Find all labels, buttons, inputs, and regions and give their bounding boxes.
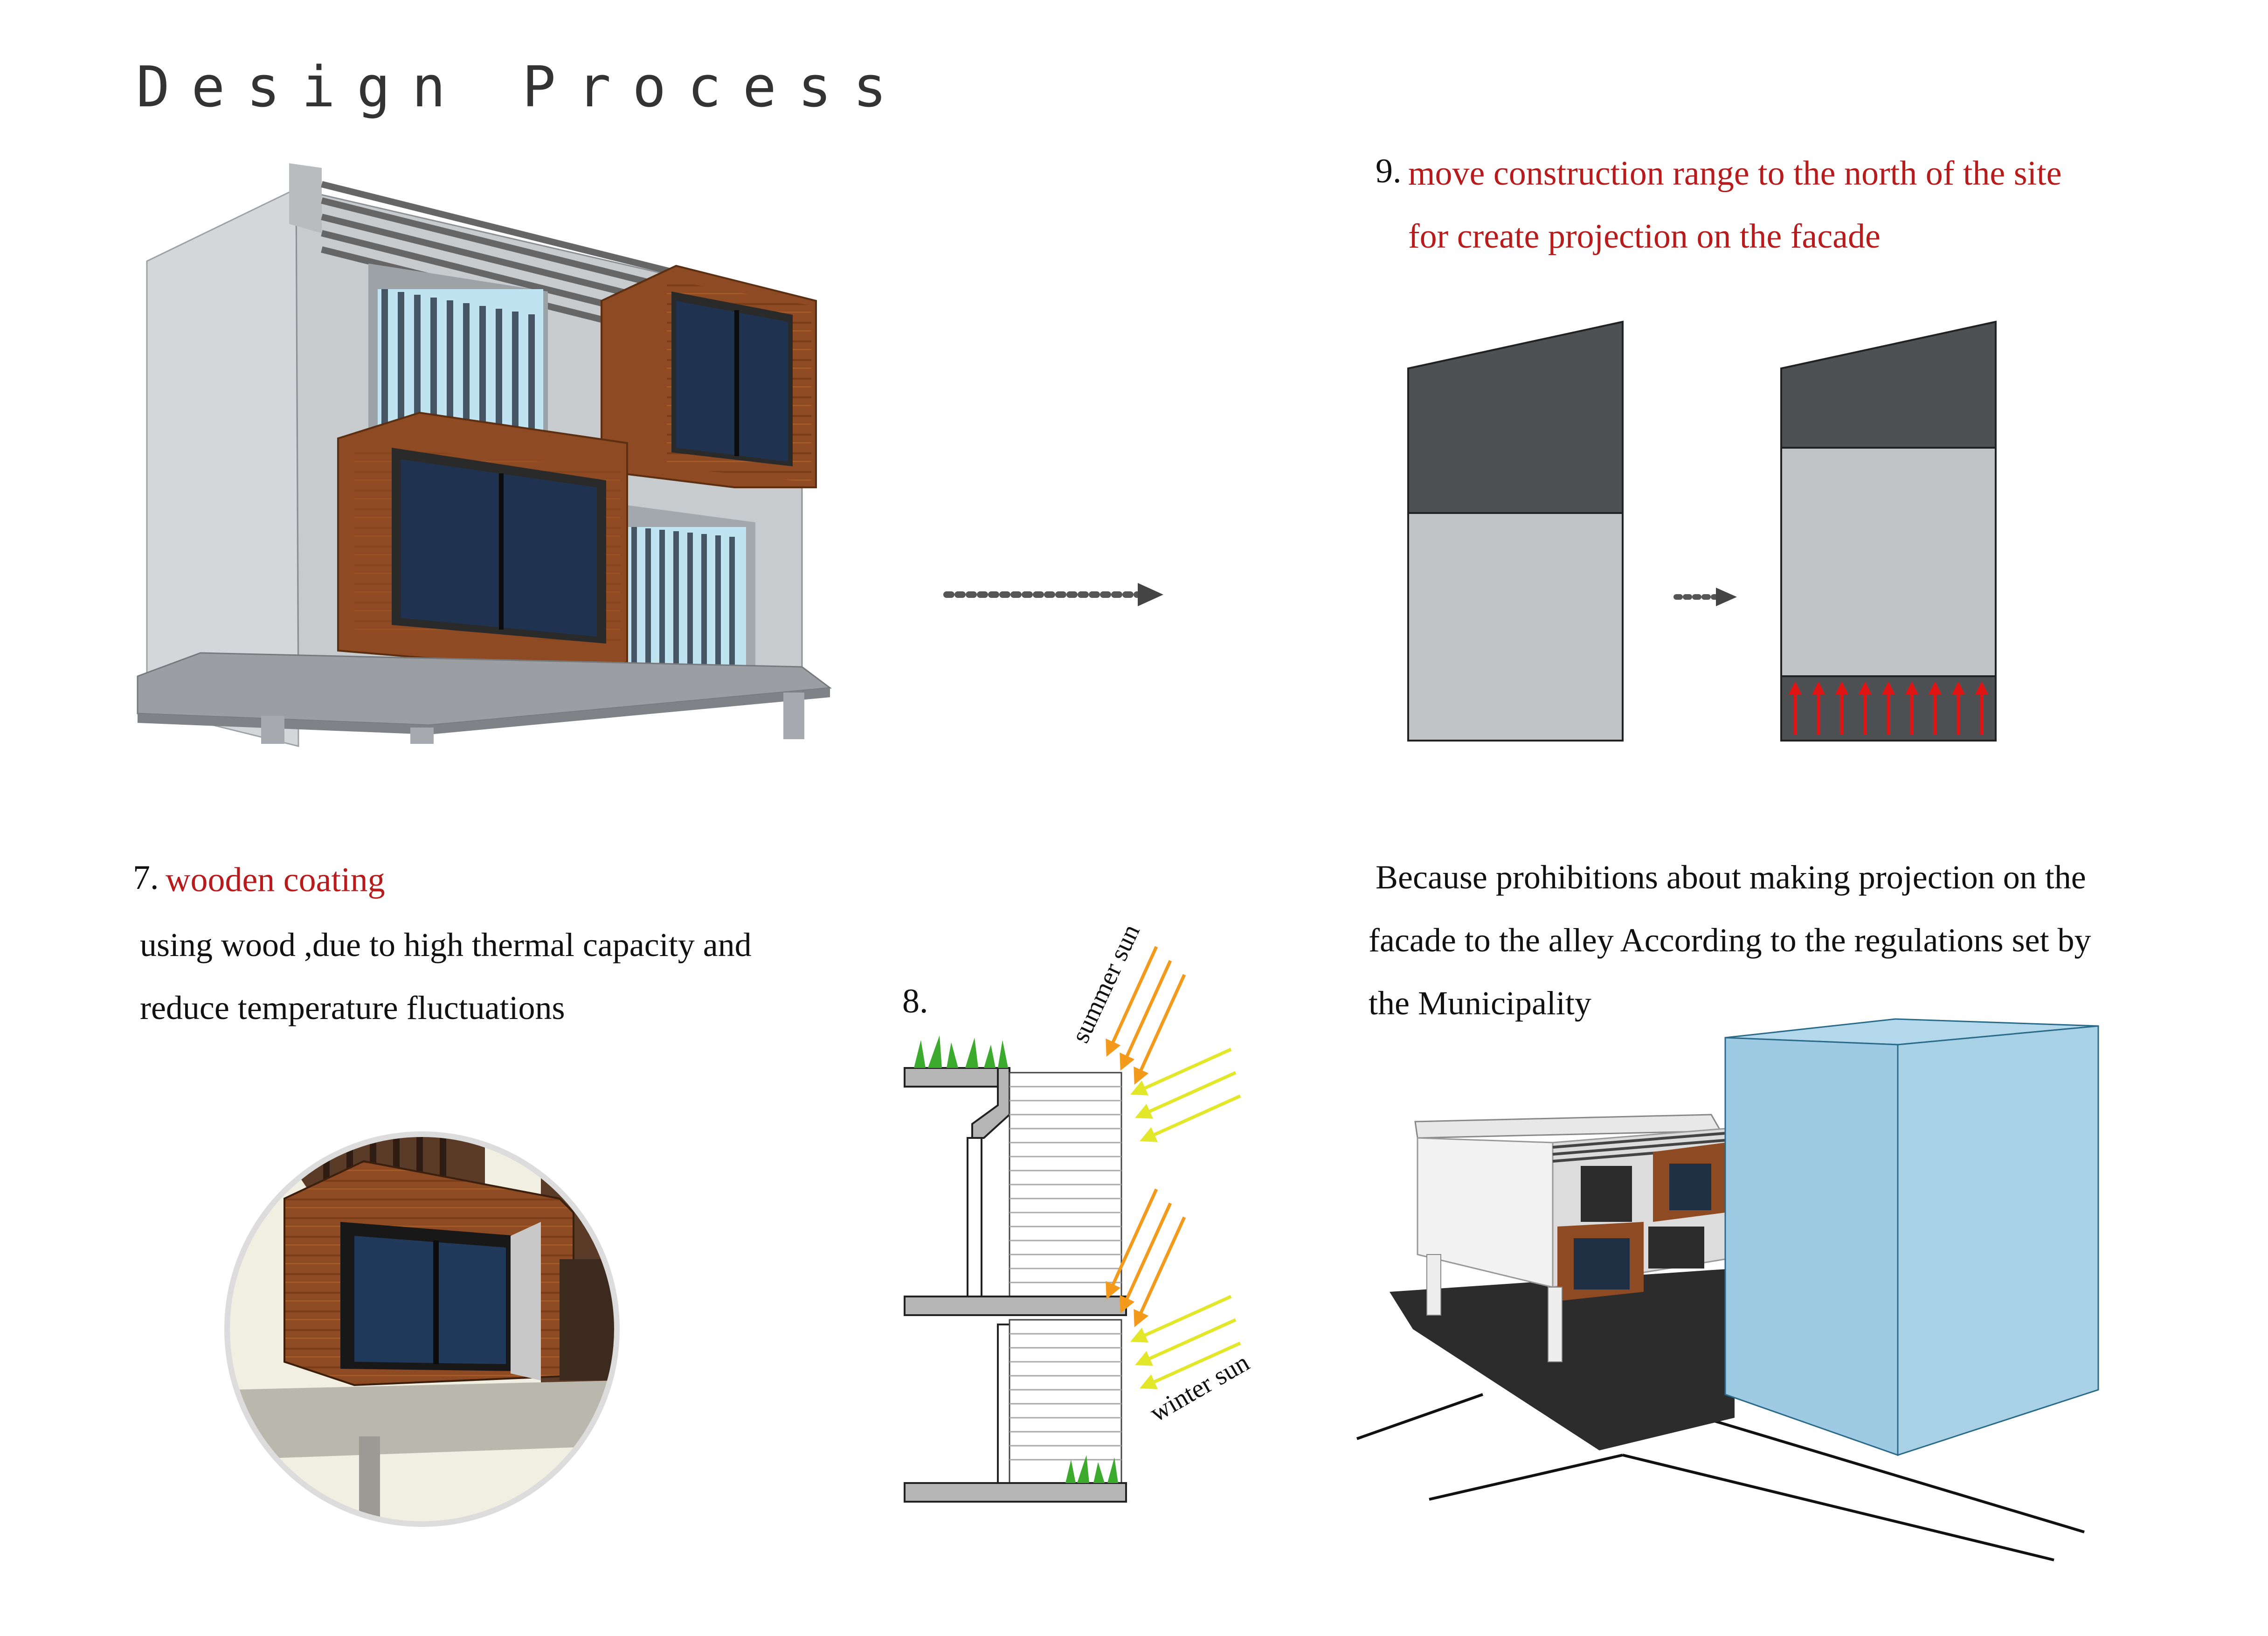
step9-line2: for create projection on the facade <box>1408 217 1881 256</box>
step9-block-before <box>1407 320 1624 742</box>
grass-bottom <box>1065 1455 1118 1483</box>
summer-sun-rays <box>1106 946 1186 1327</box>
step9-line1: move construction range to the north of … <box>1408 154 2062 193</box>
site-context-view <box>1356 1018 2099 1561</box>
step8-number: 8. <box>902 982 928 1020</box>
horizontal-louvers <box>1009 1072 1122 1484</box>
small-house <box>1414 1114 1726 1362</box>
step9-block-after <box>1780 320 1997 742</box>
wall-section-diagram: summer sun winter sun <box>904 920 1254 1503</box>
page-title: Design Process <box>136 55 908 120</box>
step7-line2: reduce temperature fluctuations <box>140 989 565 1026</box>
dotted-arrow-step9-small <box>1673 588 1737 606</box>
neighbor-building <box>1724 1018 2099 1456</box>
winter-sun-rays <box>1130 1047 1241 1389</box>
vertical-louvers-lower <box>627 527 746 673</box>
dotted-arrow-hero-to-step9 <box>943 583 1163 606</box>
step7-heading: wooden coating <box>166 861 385 899</box>
step9-number: 9. <box>1376 152 1402 190</box>
grass-top <box>914 1035 1008 1068</box>
wooden-box-upper <box>601 264 817 488</box>
summer-sun-label: summer sun <box>1066 920 1146 1047</box>
wooden-box-lower <box>337 411 628 673</box>
regulation-note-line1: Because prohibitions about making projec… <box>1376 859 2086 896</box>
hero-building-render <box>137 163 832 747</box>
step7-number: 7. <box>133 859 159 897</box>
wooden-coating-detail-circle <box>224 1131 620 1527</box>
north-shift-arrows <box>1789 681 1988 735</box>
regulation-note-line3: the Municipality <box>1369 984 1591 1022</box>
regulation-note-line2: facade to the alley According to the reg… <box>1369 922 2091 959</box>
step7-line1: using wood ,due to high thermal capacity… <box>140 926 752 964</box>
